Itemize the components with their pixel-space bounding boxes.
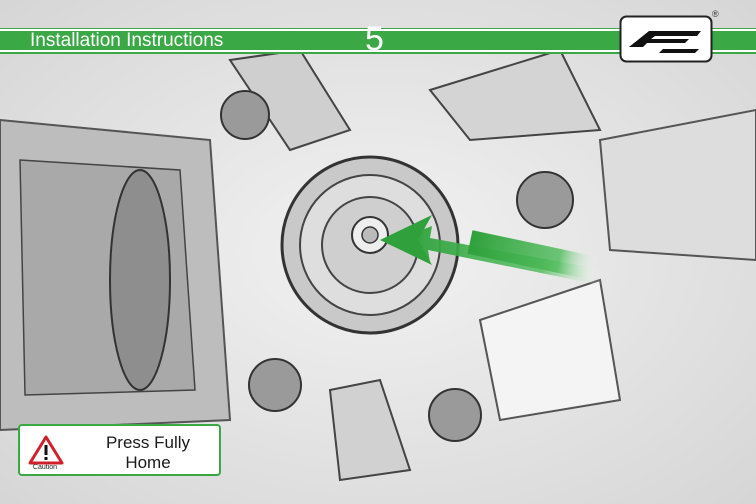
- caution-message-line2: Home: [84, 453, 212, 473]
- brand-logo: [619, 15, 713, 63]
- step-number: 5: [365, 20, 384, 58]
- header-title: Installation Instructions: [30, 30, 223, 52]
- caution-message: Press Fully Home: [84, 433, 212, 473]
- caution-label: Caution: [29, 464, 61, 471]
- caution-message-line1: Press Fully: [84, 433, 212, 453]
- warning-triangle-icon: [28, 435, 64, 465]
- caution-box: Caution Press Fully Home: [18, 424, 221, 476]
- registered-mark: ®: [712, 9, 719, 19]
